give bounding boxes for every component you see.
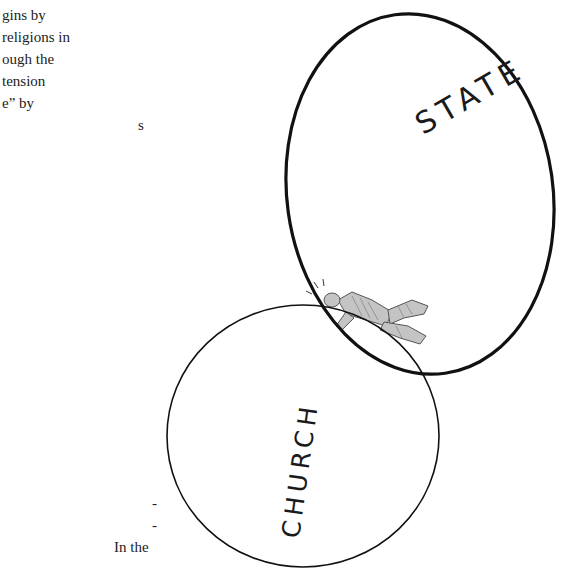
- body-text-fragment: In the: [114, 538, 149, 556]
- body-text-fragment: ough the: [2, 50, 54, 68]
- body-text-fragment: e” by: [2, 94, 34, 112]
- body-text-fragment: -: [152, 516, 157, 534]
- body-text-fragment: tension: [2, 72, 45, 90]
- body-text-fragment: gins by: [2, 6, 46, 24]
- circle-label: CHURCH: [276, 400, 324, 540]
- circle-label: STATE: [409, 51, 531, 142]
- venn-circle: CHURCH: [164, 302, 442, 570]
- body-text-fragment: s: [138, 116, 144, 134]
- venn-circle: STATE: [284, 10, 556, 378]
- body-text-fragment: religions in: [2, 28, 70, 46]
- body-text-fragment: -: [152, 494, 157, 512]
